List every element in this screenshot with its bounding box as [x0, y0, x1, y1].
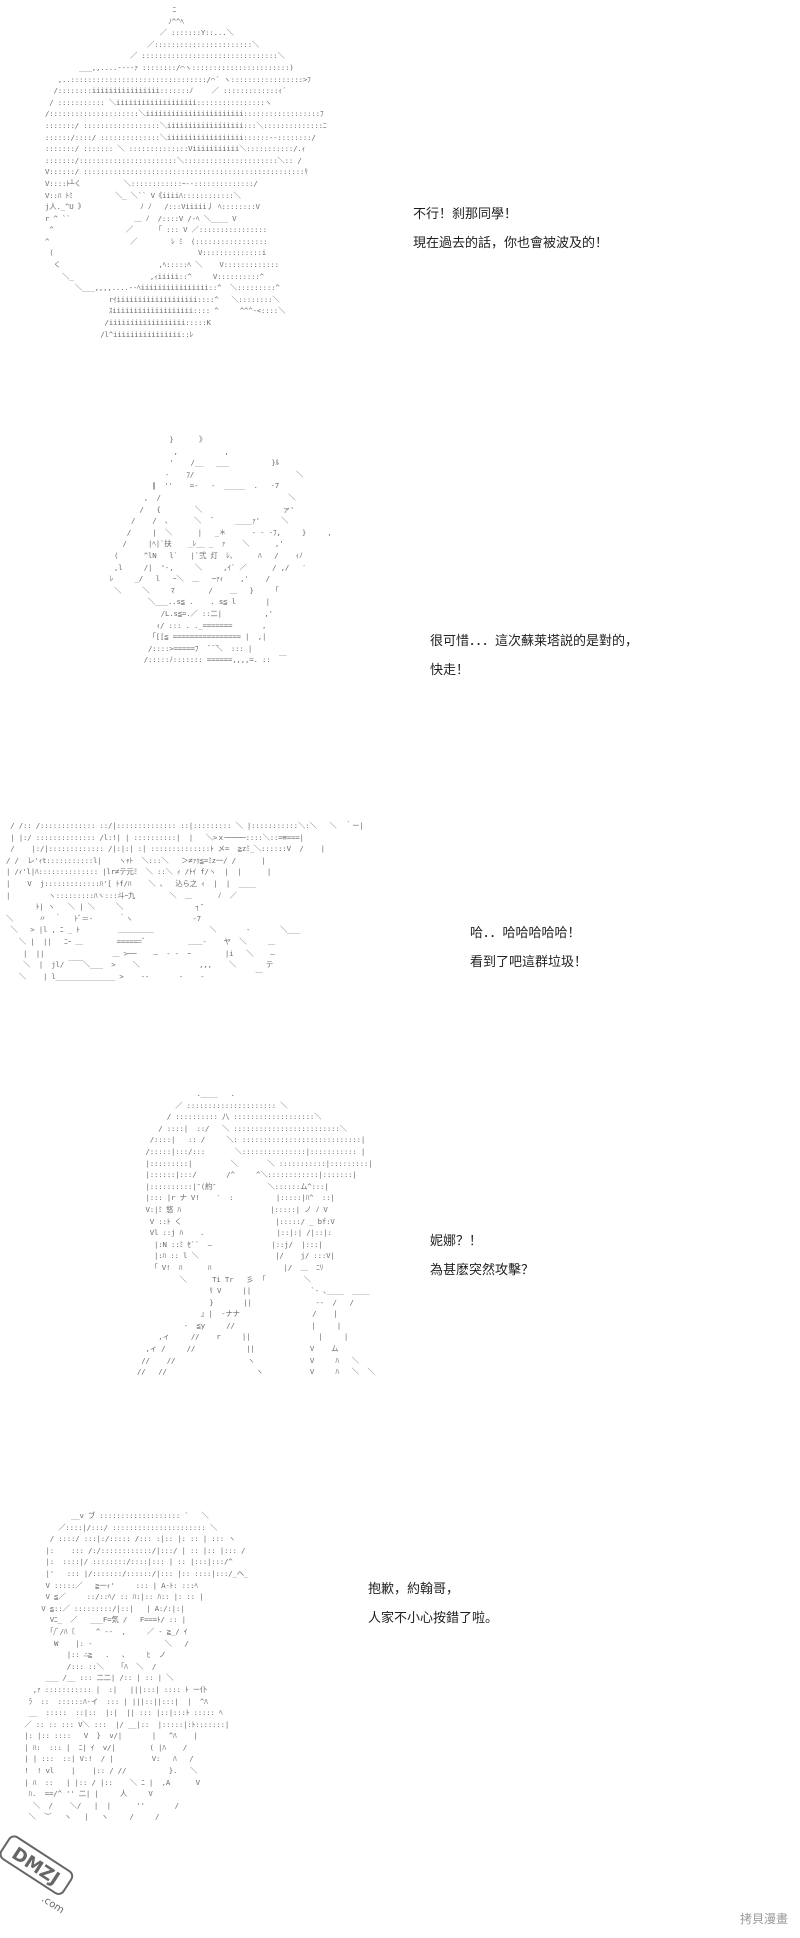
- ascii-art-character-1: ﾆ ﾉ^^ﾍ ／ :::::::Y::...＼ ／:::::::::::::::…: [45, 5, 327, 339]
- dialogue-panel-2: 很可惜．．．這次蘇莱塔説的是對的， 快走！: [430, 632, 638, 690]
- dialogue-panel-1: 不行！刹那同學！ 現在過去的話，你也會被波及的！: [413, 205, 608, 263]
- ascii-art-character-2: } 》 , , ' /__ ___ }ﾙ - ﾌ/ ＼ ∥ '' =- - __…: [109, 435, 332, 665]
- dialogue-line: 為甚麽突然攻擊？: [430, 1263, 535, 1278]
- panel-2: } 》 , , ' /__ ___ }ﾙ - ﾌ/ ＼ ∥ '' =- - __…: [0, 420, 800, 800]
- ascii-art-character-4: .____ . ／ ::::::::::::::::::::: ＼ / ::::…: [136, 1089, 375, 1377]
- dialogue-line: 妮娜？！: [430, 1234, 483, 1249]
- panel-4: .____ . ／ ::::::::::::::::::::: ＼ / ::::…: [0, 1070, 800, 1490]
- dialogue-line: 現在過去的話，你也會被波及的！: [413, 236, 609, 251]
- dialogue-line: 人家不小心按錯了啦。: [368, 1611, 499, 1626]
- dialogue-line: 不行！刹那同學！: [413, 207, 518, 222]
- panel-3: / /:: /::::::::::::: ::/|:::::::::::::: …: [0, 800, 800, 1070]
- panel-5: __v ブ ::::::::::::::::::: ` ＼ ／::::|/:::…: [0, 1490, 800, 1933]
- dmzj-logo-domain: .com: [39, 1894, 66, 1917]
- dmzj-logo: DMZJ .com: [0, 1828, 106, 1938]
- ascii-art-character-5: __v ブ ::::::::::::::::::: ` ＼ ／::::|/:::…: [24, 1511, 249, 1822]
- dialogue-panel-4: 妮娜？！ 為甚麽突然攻擊？: [430, 1232, 534, 1290]
- copy-manga-watermark: 拷貝漫畫: [739, 1912, 788, 1926]
- dialogue-line: 看到了吧這群垃圾！: [470, 955, 588, 970]
- panel-1: ﾆ ﾉ^^ﾍ ／ :::::::Y::...＼ ／:::::::::::::::…: [0, 0, 800, 420]
- dmzj-logo-mark: DMZJ .com: [0, 1835, 74, 1917]
- dialogue-line: 很可惜．．．這次蘇莱塔説的是對的，: [430, 634, 639, 649]
- ascii-art-character-3: / /:: /::::::::::::: ::/|:::::::::::::: …: [6, 821, 364, 981]
- dialogue-panel-3: 哈．．哈哈哈哈哈！ 看到了吧這群垃圾！: [470, 924, 587, 982]
- dialogue-line: 抱歉，約翰哥，: [368, 1582, 460, 1597]
- dialogue-panel-5: 抱歉，約翰哥， 人家不小心按錯了啦。: [368, 1580, 498, 1638]
- dialogue-line: 哈．．哈哈哈哈哈！: [470, 926, 581, 941]
- dialogue-line: 快走！: [430, 663, 470, 678]
